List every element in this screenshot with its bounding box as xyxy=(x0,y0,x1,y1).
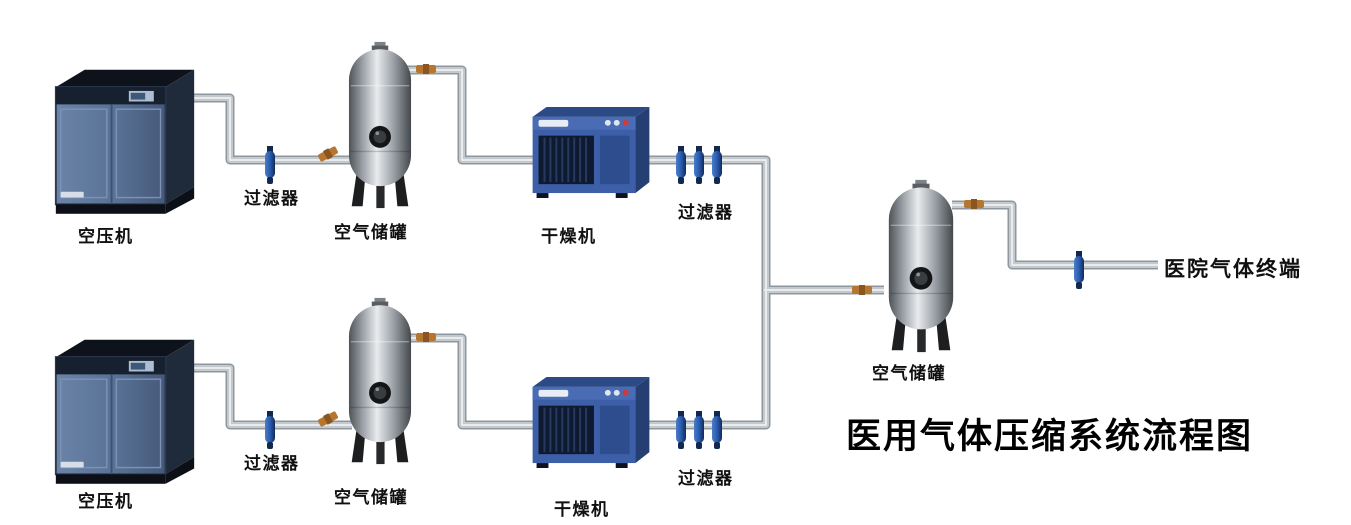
air-compressor-illustration xyxy=(54,68,196,214)
label-air-compressor: 空压机 xyxy=(78,227,134,246)
brass-fitting-icon xyxy=(964,199,984,209)
label-hospital-gas-terminal: 医院气体终端 xyxy=(1164,258,1302,281)
diagram-title: 医用气体压缩系统流程图 xyxy=(846,417,1254,456)
label-filter: 过滤器 xyxy=(244,454,300,473)
air-storage-tank-illustration xyxy=(348,41,412,209)
air-storage-tank-illustration xyxy=(348,297,412,465)
label-main-air-tank: 空气储罐 xyxy=(872,364,946,383)
brass-fitting-icon xyxy=(852,285,872,295)
inline-filter-illustration xyxy=(265,146,275,184)
label-dryer: 干燥机 xyxy=(541,227,597,246)
air-dryer-illustration xyxy=(531,375,651,468)
label-dryer: 干燥机 xyxy=(554,500,610,519)
label-filter: 过滤器 xyxy=(244,189,300,208)
label-filter: 过滤器 xyxy=(678,469,734,488)
label-air-compressor: 空压机 xyxy=(78,492,134,511)
label-filter: 过滤器 xyxy=(678,203,734,222)
label-air-tank: 空气储罐 xyxy=(334,223,408,242)
air-compressor-illustration xyxy=(54,338,196,484)
air-storage-tank-illustration xyxy=(888,179,954,353)
air-dryer-illustration xyxy=(531,105,651,198)
filter-bank-illustration xyxy=(676,146,722,184)
inline-filter-illustration xyxy=(265,411,275,449)
label-air-tank: 空气储罐 xyxy=(334,488,408,507)
line-valve-illustration xyxy=(1074,251,1084,289)
filter-bank-illustration xyxy=(676,411,722,449)
